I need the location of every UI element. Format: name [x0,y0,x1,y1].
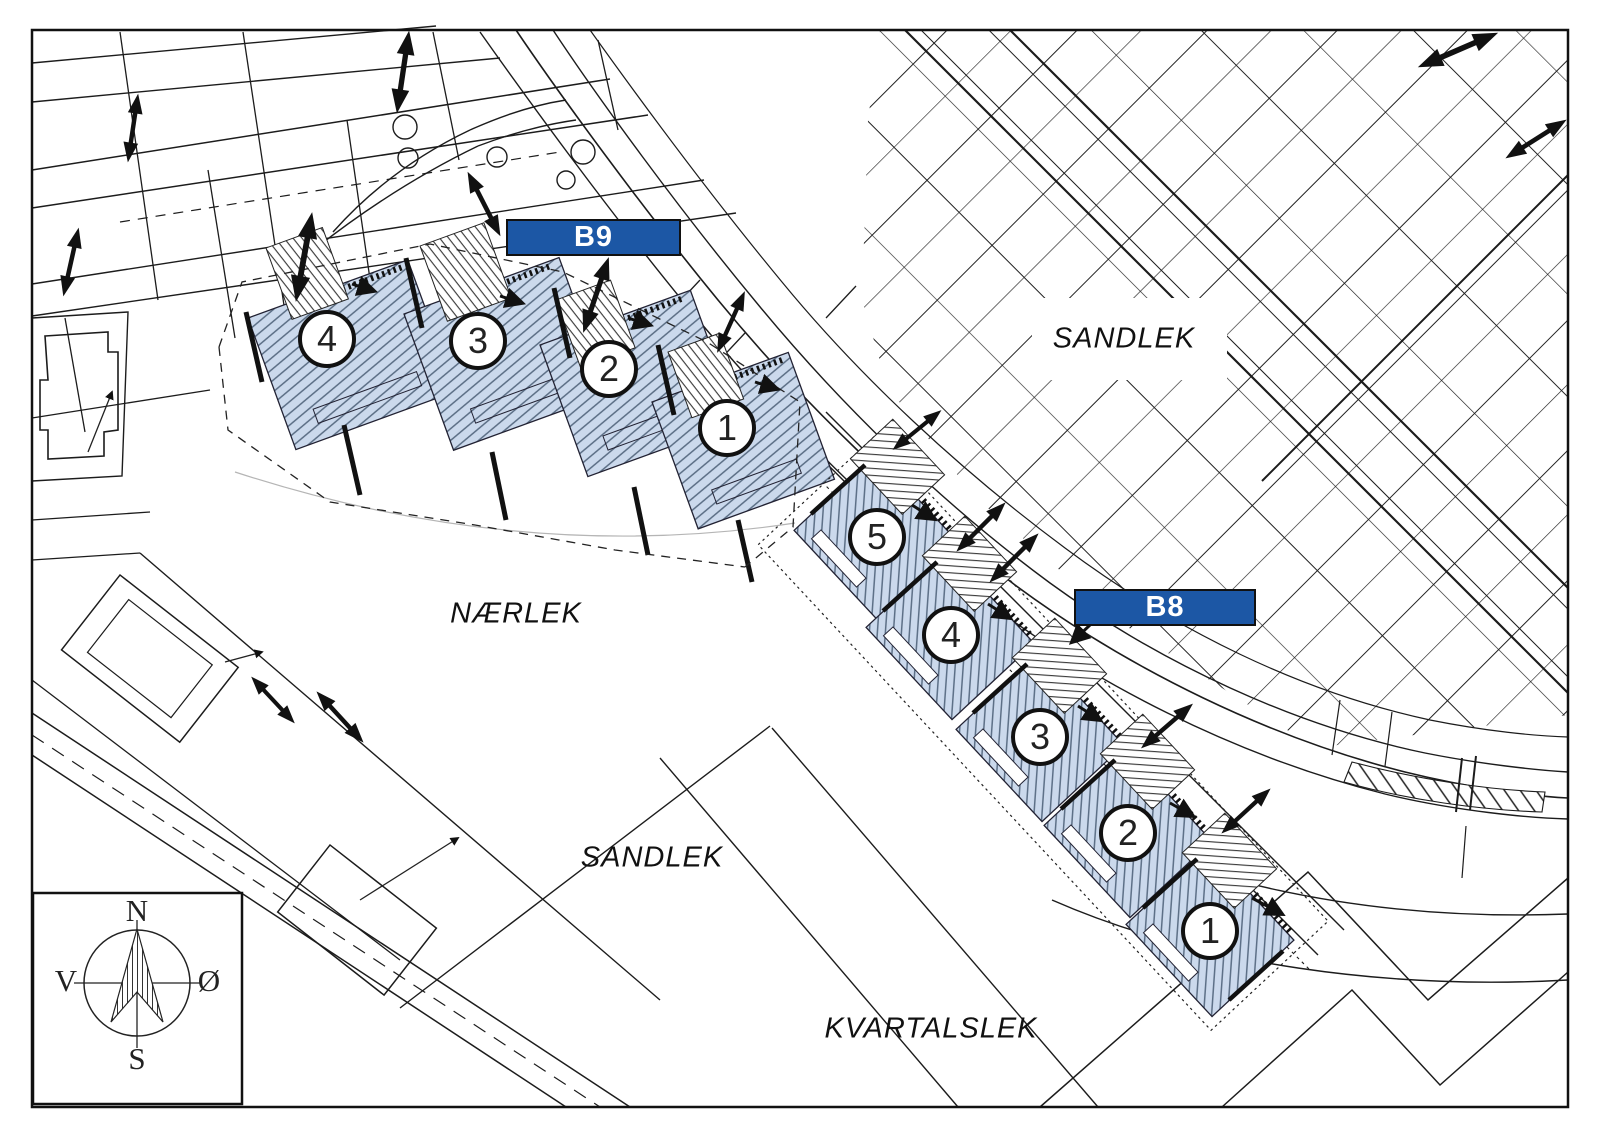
compass-rose [31,891,244,1106]
terrace-b8-3 [1011,617,1108,715]
north-needle [110,926,164,1023]
block-b9-buildings [218,222,836,583]
roads-topleft [31,25,737,433]
parcel-house-left [31,311,151,521]
parcel-grid-ne [862,29,1569,748]
terrace-b8-4 [921,515,1018,613]
terrace-b8-5 [849,418,946,516]
terrace-b8-1 [1181,812,1278,910]
roads-bottom-left [31,552,1099,1108]
drawing-border [30,28,1570,1109]
thin-arrows [87,390,460,901]
crosswalk-hatch [1343,761,1546,813]
block-b8-buildings [757,418,1329,1032]
terrace-b8-2 [1099,713,1196,811]
